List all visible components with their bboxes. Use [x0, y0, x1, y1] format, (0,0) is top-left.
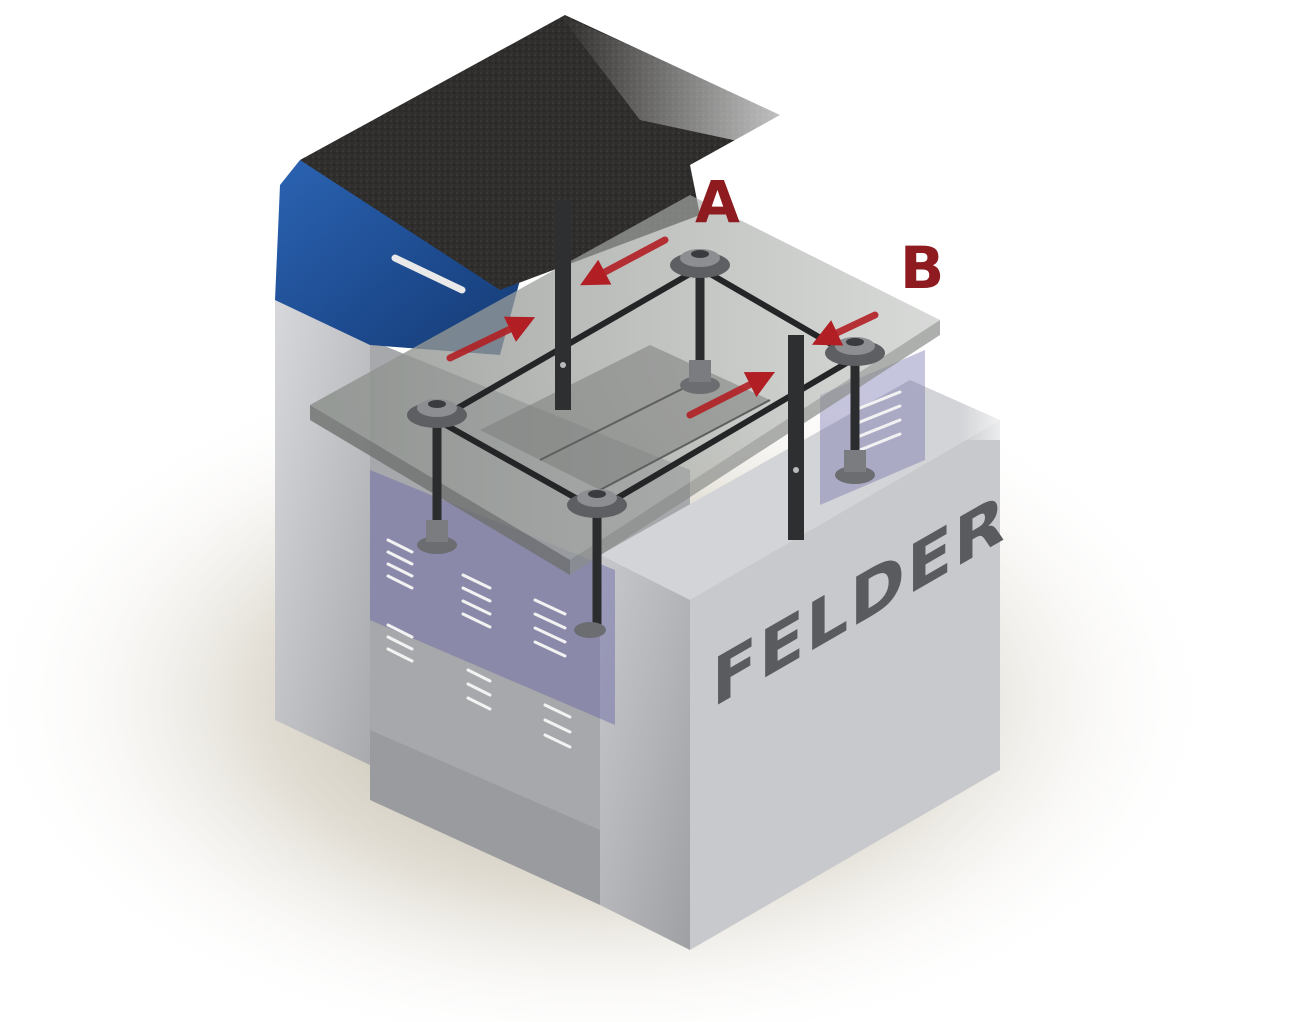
scale-bar-b [788, 335, 804, 540]
cabinet-right-side [690, 420, 1000, 950]
spindle-nut-icon [574, 622, 606, 638]
spindle-nut-icon [407, 399, 467, 428]
cabinet-plinth [370, 730, 600, 905]
spindle-nut-icon [835, 450, 875, 484]
depth-scales [555, 200, 804, 540]
spindle-nuts [407, 249, 885, 638]
cabinet-front-block [600, 555, 690, 950]
motion-arrows [446, 236, 879, 419]
cabinet-left-side [275, 300, 370, 765]
edge-fade [960, 300, 1020, 440]
spindle-nut-icon [567, 489, 627, 518]
label-a: A [695, 168, 740, 236]
spindle-nut-icon [417, 520, 457, 554]
red-arrow-icon [446, 316, 536, 362]
spindle-nut-icon [825, 337, 885, 366]
spindle-nut-icon [670, 249, 730, 278]
red-arrow-icon [811, 311, 879, 346]
spindle-nut-icon [680, 360, 720, 394]
label-b: B [900, 234, 944, 302]
cover-handle [391, 254, 466, 294]
scale-bar-a [555, 200, 571, 410]
red-arrow-icon [686, 371, 775, 419]
vent-slots [386, 390, 902, 749]
red-arrow-icon [580, 236, 669, 286]
